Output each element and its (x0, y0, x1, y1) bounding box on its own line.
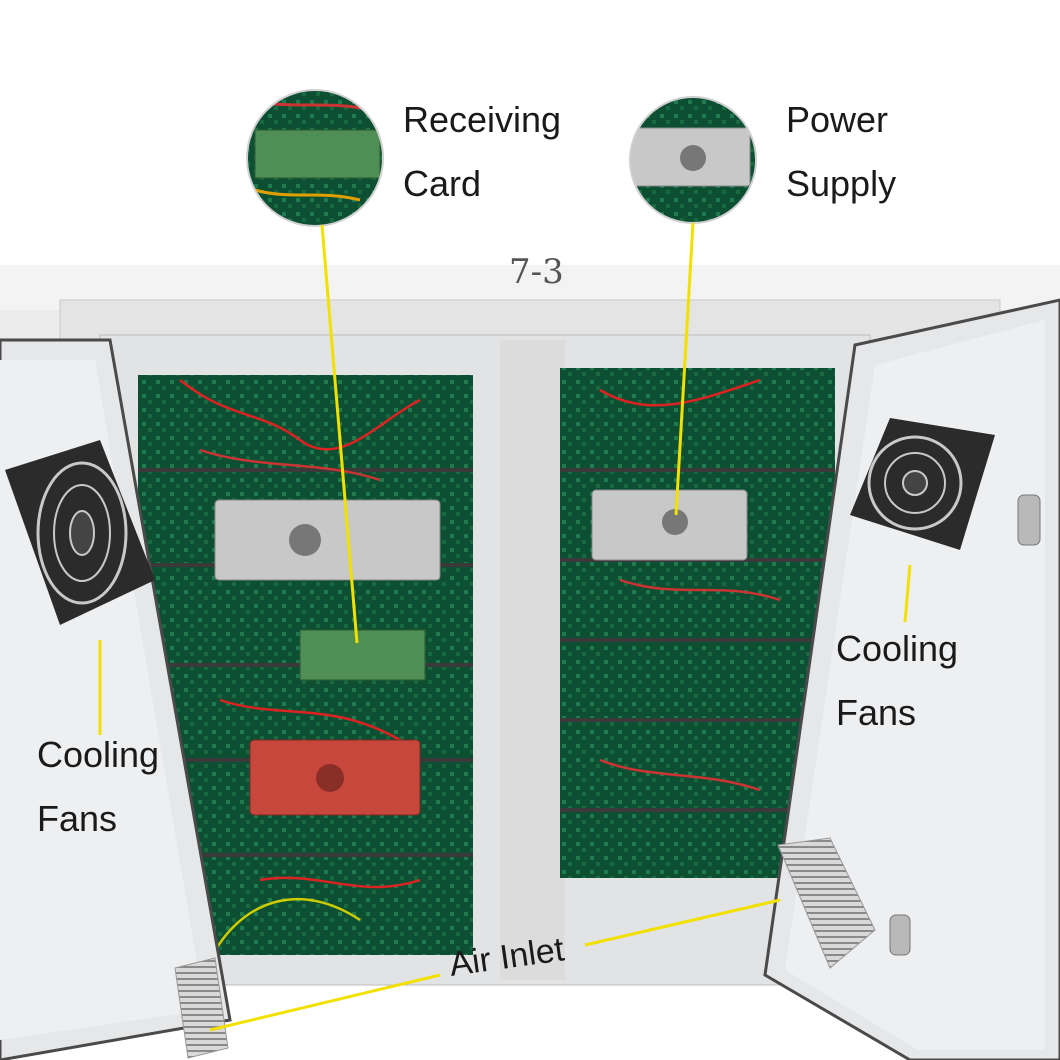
receiving-card-label: Receiving Card (403, 102, 561, 202)
receiving-card-detail (246, 89, 384, 227)
cooling-fans-left-line1: Cooling (37, 734, 160, 775)
power-supply-label-line1: Power (786, 99, 889, 140)
receiving-card-label-line1: Receiving (403, 99, 562, 140)
cooling-fans-right-line1: Cooling (836, 628, 959, 669)
receiving-card-label-line2: Card (403, 163, 482, 204)
power-supply-label: Power Supply (786, 102, 896, 202)
cooling-fans-right-label: Cooling Fans (836, 631, 958, 731)
cooling-fans-left-line2: Fans (37, 798, 118, 839)
door-latch (889, 494, 1041, 956)
cabinet-marker: 7-3 (509, 252, 564, 292)
power-supply-red (249, 739, 421, 816)
power-supply-right (591, 489, 748, 561)
fan-right (850, 418, 995, 550)
power-supply-detail (629, 96, 757, 224)
fan-left (5, 440, 155, 625)
wiring (179, 378, 781, 961)
callout-lines (98, 222, 912, 1032)
receiving-card-unit (299, 629, 426, 681)
led-modules-right (560, 368, 835, 878)
power-supply-left-top (214, 499, 441, 581)
cooling-fans-left-label: Cooling Fans (37, 737, 159, 837)
air-inlet-grill-left (174, 957, 229, 1059)
cooling-fans-right-line2: Fans (836, 692, 917, 733)
power-supply-label-line2: Supply (786, 163, 897, 204)
air-inlet-grill-right (777, 837, 876, 969)
